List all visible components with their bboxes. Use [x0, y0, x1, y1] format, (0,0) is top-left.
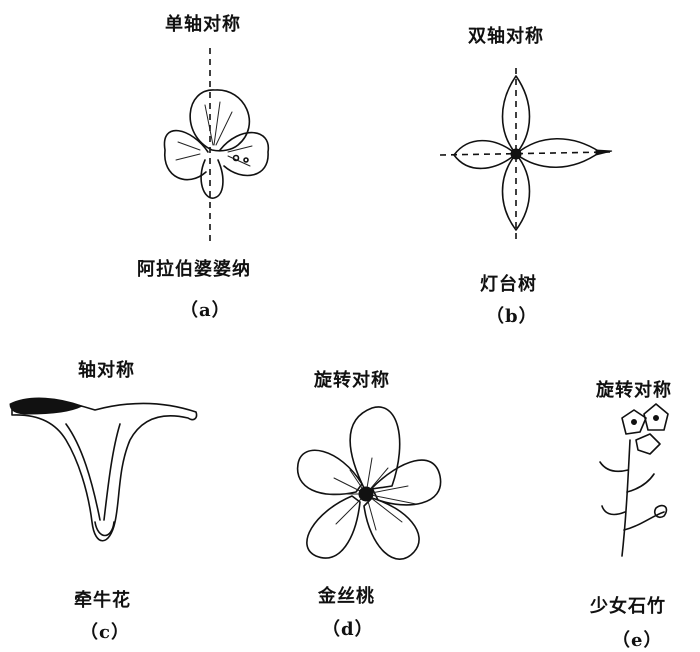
flower-c-trumpet — [10, 398, 197, 541]
flower-d-center — [359, 487, 373, 501]
flower-d-rotational — [298, 407, 441, 559]
flower-a-bottom-petal — [201, 160, 223, 198]
flower-e-stem — [622, 440, 630, 556]
flower-b-horizontal-axis — [440, 152, 610, 155]
flower-c-dark-edge — [10, 398, 82, 414]
flower-e-sprig — [600, 404, 668, 556]
flower-d-petal-3 — [364, 498, 419, 559]
flower-d-petal-4 — [307, 496, 360, 558]
flower-d-petal-2 — [372, 460, 441, 505]
flower-e-bloom-3 — [636, 434, 660, 454]
flower-a-single-axis — [164, 48, 268, 245]
flower-b-double-axis — [440, 68, 612, 240]
flower-b-center — [511, 149, 521, 159]
